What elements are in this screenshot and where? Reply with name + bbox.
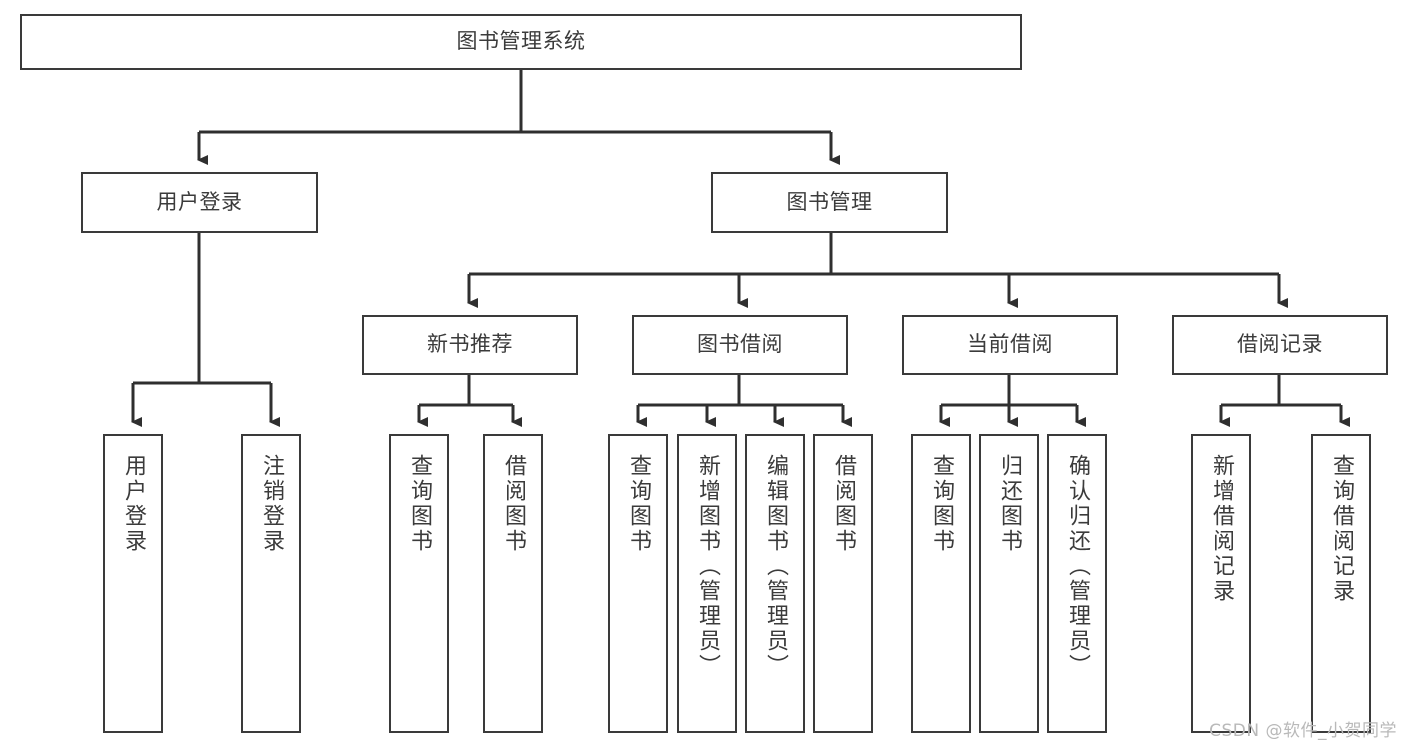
node-label: 图书管理系统: [456, 29, 586, 54]
node-label: 新增借阅记录: [1209, 454, 1234, 604]
leaf-query-borrow-record[interactable]: 查询借阅记录: [1311, 434, 1371, 733]
node-label: 用户登录: [156, 189, 243, 214]
node-user-login[interactable]: 用户登录: [81, 172, 318, 233]
node-book-management[interactable]: 图书管理: [711, 172, 948, 233]
node-label: 当前借阅: [967, 332, 1053, 357]
leaf-query-book-current[interactable]: 查询图书: [911, 434, 971, 733]
node-current-borrow[interactable]: 当前借阅: [902, 315, 1118, 375]
node-label: 借阅图书: [831, 454, 856, 554]
leaf-user-login[interactable]: 用户登录: [103, 434, 163, 733]
leaf-add-borrow-record[interactable]: 新增借阅记录: [1191, 434, 1251, 733]
node-label: 图书借阅: [697, 332, 783, 357]
node-label: 注销登录: [259, 454, 284, 554]
node-label: 借阅图书: [501, 454, 526, 554]
node-label: 新增图书（管理员）: [695, 454, 720, 679]
leaf-return-book[interactable]: 归还图书: [979, 434, 1039, 733]
leaf-logout[interactable]: 注销登录: [241, 434, 301, 733]
node-book-borrow[interactable]: 图书借阅: [632, 315, 848, 375]
node-label: 编辑图书（管理员）: [763, 454, 788, 679]
leaf-query-book-borrow[interactable]: 查询图书: [608, 434, 668, 733]
node-new-book-recommend[interactable]: 新书推荐: [362, 315, 578, 375]
node-label: 查询图书: [929, 454, 954, 554]
node-label: 查询借阅记录: [1329, 454, 1354, 604]
node-label: 图书管理: [786, 189, 873, 214]
leaf-borrow-book[interactable]: 借阅图书: [813, 434, 873, 733]
leaf-query-book-recommend[interactable]: 查询图书: [389, 434, 449, 733]
node-label: 借阅记录: [1237, 332, 1323, 357]
leaf-borrow-book-recommend[interactable]: 借阅图书: [483, 434, 543, 733]
node-label: 查询图书: [407, 454, 432, 554]
node-label: 新书推荐: [427, 332, 513, 357]
node-root-system[interactable]: 图书管理系统: [20, 14, 1022, 70]
leaf-confirm-return-admin[interactable]: 确认归还（管理员）: [1047, 434, 1107, 733]
node-label: 归还图书: [997, 454, 1022, 554]
node-borrow-record[interactable]: 借阅记录: [1172, 315, 1388, 375]
node-label: 确认归还（管理员）: [1065, 454, 1090, 679]
node-label: 查询图书: [626, 454, 651, 554]
node-label: 用户登录: [121, 454, 146, 554]
leaf-add-book-admin[interactable]: 新增图书（管理员）: [677, 434, 737, 733]
leaf-edit-book-admin[interactable]: 编辑图书（管理员）: [745, 434, 805, 733]
